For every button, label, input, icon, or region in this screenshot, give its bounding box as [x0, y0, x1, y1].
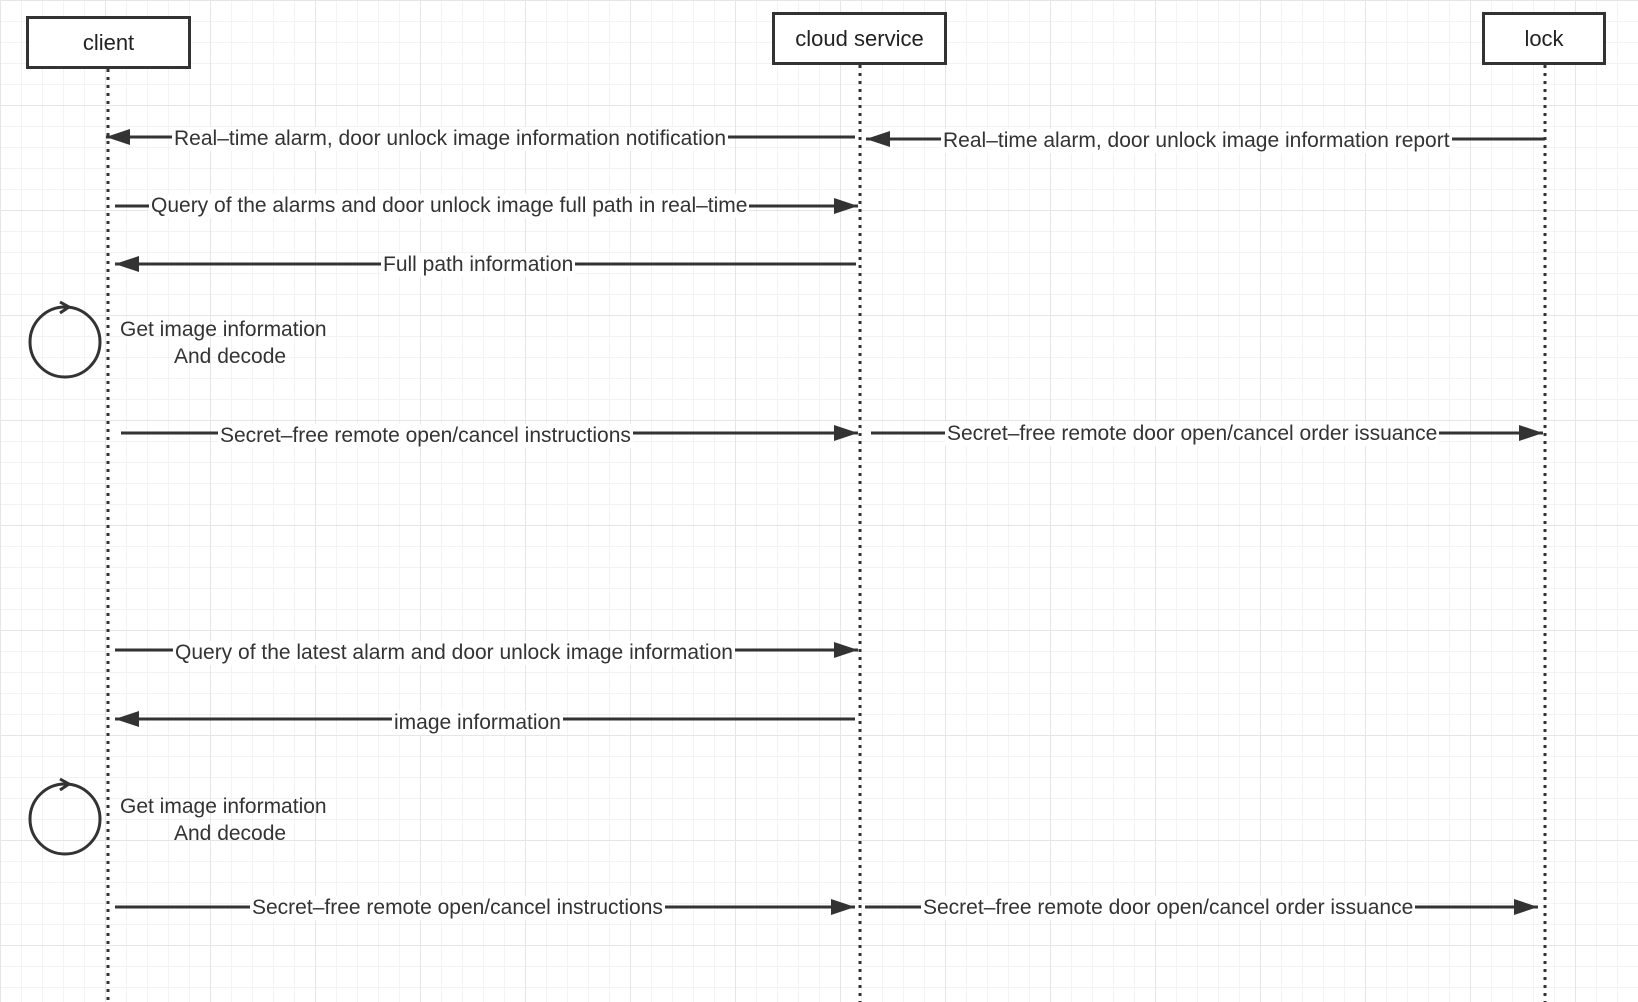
message-label: image information — [392, 711, 563, 735]
circular-arrow-icon — [28, 300, 102, 379]
actor-lock: lock — [1482, 12, 1606, 65]
message-label: Full path information — [381, 253, 576, 277]
message-label: Real–time alarm, door unlock image infor… — [172, 127, 729, 151]
message-label: Real–time alarm, door unlock image infor… — [941, 129, 1452, 153]
message-label: Query of the alarms and door unlock imag… — [149, 194, 750, 218]
actor-client: client — [26, 16, 191, 69]
message-label: Secret–free remote open/cancel instructi… — [250, 896, 665, 920]
self-message-note: Get image information And decode — [120, 316, 327, 370]
actor-cloud-service: cloud service — [772, 12, 947, 65]
self-message-note: Get image information And decode — [120, 793, 327, 847]
circular-arrow-icon — [28, 777, 102, 856]
actor-client-label: client — [82, 29, 135, 55]
actor-lock-label: lock — [1524, 25, 1564, 51]
message-label: Secret–free remote open/cancel instructi… — [218, 424, 633, 448]
message-label: Secret–free remote door open/cancel orde… — [921, 896, 1416, 920]
message-label: Secret–free remote door open/cancel orde… — [945, 422, 1440, 446]
actor-cloud-service-label: cloud service — [795, 25, 924, 51]
self-message-note-line1: Get image information — [120, 795, 327, 818]
self-message-note-line2: And decode — [174, 822, 287, 845]
self-message-note-line2: And decode — [174, 345, 287, 368]
message-label: Query of the latest alarm and door unloc… — [173, 641, 735, 665]
self-message-note-line1: Get image information — [120, 318, 327, 341]
